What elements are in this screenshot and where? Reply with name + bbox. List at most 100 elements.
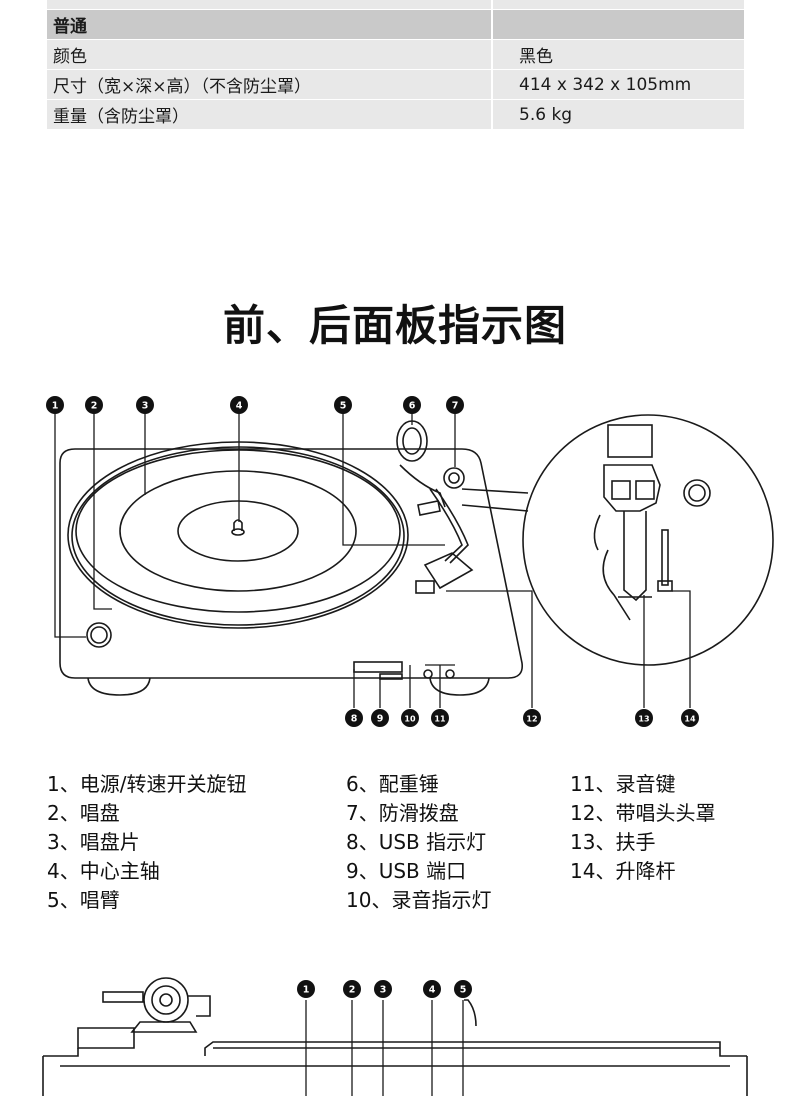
side-platter-top bbox=[204, 1041, 747, 1057]
usb-panel bbox=[353, 661, 403, 673]
badge-8: 8 bbox=[345, 709, 363, 727]
counterweight bbox=[396, 420, 428, 462]
record-label bbox=[177, 500, 299, 562]
legend-item: 13、扶手 bbox=[570, 830, 656, 854]
svg-text:5: 5 bbox=[460, 985, 467, 996]
tonearm-pivot bbox=[399, 464, 446, 508]
svg-text:4: 4 bbox=[236, 401, 243, 412]
spec-value: 414 x 342 x 105mm bbox=[519, 74, 692, 95]
section-label: 普通 bbox=[53, 17, 87, 37]
spec-label: 重量（含防尘罩） bbox=[53, 107, 189, 127]
badge-1: 1 bbox=[46, 396, 64, 414]
svg-text:2: 2 bbox=[91, 401, 98, 412]
arm-rest bbox=[417, 500, 441, 516]
zoom-arm-rest bbox=[623, 511, 647, 602]
svg-text:12: 12 bbox=[526, 715, 537, 724]
spec-section-header: 普通 bbox=[47, 10, 744, 40]
spec-value: 5.6 kg bbox=[519, 104, 573, 125]
svg-text:1: 1 bbox=[52, 401, 59, 412]
side-badge-2: 2 bbox=[343, 980, 361, 998]
legend-column-2: 6、配重锤 7、防滑拨盘 8、USB 指示灯 9、USB 端口 10、录音指示灯 bbox=[346, 770, 491, 915]
svg-text:6: 6 bbox=[409, 401, 416, 412]
legend-item: 5、唱臂 bbox=[47, 888, 120, 912]
svg-text:13: 13 bbox=[638, 715, 649, 724]
legend-item: 2、唱盘 bbox=[47, 801, 120, 825]
power-speed-knob bbox=[86, 622, 112, 648]
legend-item: 8、USB 指示灯 bbox=[346, 830, 487, 854]
spec-row-cut bbox=[47, 0, 744, 10]
badge-4: 4 bbox=[230, 396, 248, 414]
legend-item: 1、电源/转速开关旋钮 bbox=[47, 772, 247, 796]
badge-7: 7 bbox=[446, 396, 464, 414]
badge-6: 6 bbox=[403, 396, 421, 414]
usb-port bbox=[379, 673, 403, 680]
column-divider bbox=[491, 0, 493, 9]
foot-right bbox=[429, 677, 490, 696]
badge-5: 5 bbox=[334, 396, 352, 414]
tonearm bbox=[429, 488, 463, 562]
svg-text:5: 5 bbox=[340, 401, 347, 412]
headshell bbox=[423, 552, 474, 590]
badge-2: 2 bbox=[85, 396, 103, 414]
badge-3: 3 bbox=[136, 396, 154, 414]
badge-10: 10 bbox=[401, 709, 419, 727]
legend-item: 7、防滑拨盘 bbox=[346, 801, 459, 825]
svg-text:3: 3 bbox=[142, 401, 149, 412]
badge-11: 11 bbox=[431, 709, 449, 727]
foot-left bbox=[87, 677, 151, 696]
svg-text:9: 9 bbox=[377, 714, 384, 725]
column-divider bbox=[491, 70, 493, 99]
lift-lever bbox=[661, 529, 669, 586]
badge-13: 13 bbox=[635, 709, 653, 727]
zoom-arm-top bbox=[607, 424, 653, 458]
zoom-callout bbox=[522, 414, 774, 666]
side-arm-base bbox=[77, 1027, 135, 1049]
side-badge-3: 3 bbox=[374, 980, 392, 998]
anti-skate-dial bbox=[443, 467, 465, 489]
side-counterweight bbox=[143, 977, 189, 1023]
badge-9: 9 bbox=[371, 709, 389, 727]
svg-text:7: 7 bbox=[452, 401, 459, 412]
page-title: 前、后面板指示图 bbox=[222, 301, 567, 350]
rec-button bbox=[445, 669, 455, 679]
spec-label: 尺寸（宽×深×高）（不含防尘罩） bbox=[53, 77, 311, 97]
spec-row-weight: 重量（含防尘罩） 5.6 kg bbox=[47, 100, 744, 130]
svg-text:10: 10 bbox=[404, 715, 416, 724]
legend-item: 11、录音键 bbox=[570, 772, 676, 796]
spindle bbox=[233, 519, 243, 531]
legend-column-1: 1、电源/转速开关旋钮 2、唱盘 3、唱盘片 4、中心主轴 5、唱臂 bbox=[47, 770, 246, 915]
svg-text:2: 2 bbox=[349, 985, 356, 996]
platter-outer bbox=[67, 441, 409, 629]
spec-row-dimensions: 尺寸（宽×深×高）（不含防尘罩） 414 x 342 x 105mm bbox=[47, 70, 744, 100]
legend-item: 14、升降杆 bbox=[570, 859, 676, 883]
side-leader-lines bbox=[305, 1000, 464, 1096]
svg-text:11: 11 bbox=[434, 715, 446, 724]
leader-lines bbox=[54, 413, 691, 708]
part-badges: 1 2 3 4 5 6 7 8 9 10 11 12 13 14 bbox=[46, 396, 699, 727]
legend-item: 10、录音指示灯 bbox=[346, 888, 492, 912]
legend-item: 12、带唱头头罩 bbox=[570, 801, 716, 825]
spec-row-color: 颜色 黑色 bbox=[47, 40, 744, 70]
side-badge-5: 5 bbox=[454, 980, 472, 998]
svg-text:3: 3 bbox=[380, 985, 387, 996]
badge-12: 12 bbox=[523, 709, 541, 727]
column-divider bbox=[491, 10, 493, 39]
legend-item: 4、中心主轴 bbox=[47, 859, 160, 883]
rec-led bbox=[423, 669, 433, 679]
spec-value: 黑色 bbox=[519, 47, 553, 67]
svg-text:1: 1 bbox=[303, 985, 310, 996]
legend-item: 6、配重锤 bbox=[346, 772, 439, 796]
platter-mat bbox=[75, 449, 401, 613]
spec-table: 普通 颜色 黑色 尺寸（宽×深×高）（不含防尘罩） 414 x 342 x 10… bbox=[47, 0, 744, 130]
column-divider bbox=[491, 100, 493, 129]
column-divider bbox=[491, 40, 493, 69]
legend-item: 9、USB 端口 bbox=[346, 859, 467, 883]
side-arm-body bbox=[102, 991, 144, 1003]
side-badge-4: 4 bbox=[423, 980, 441, 998]
legend-column-3: 11、录音键 12、带唱头头罩 13、扶手 14、升降杆 bbox=[570, 770, 715, 886]
side-badges: 1 2 3 4 5 bbox=[297, 980, 472, 998]
turntable-diagram: 1 2 3 4 5 6 7 8 9 10 11 12 13 14 bbox=[46, 396, 774, 727]
svg-text:4: 4 bbox=[429, 985, 436, 996]
legend-item: 3、唱盘片 bbox=[47, 830, 140, 854]
badge-14: 14 bbox=[681, 709, 699, 727]
